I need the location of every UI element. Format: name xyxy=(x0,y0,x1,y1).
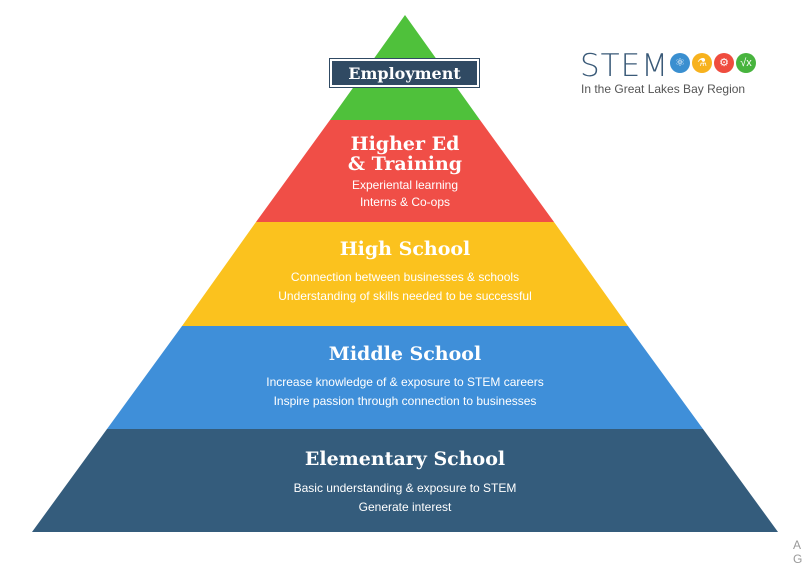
tier-high-school-shape xyxy=(182,222,628,326)
cropped-corner-line-2: G xyxy=(793,552,803,566)
tier-higher-ed-line-2: Interns & Co-ops xyxy=(360,195,450,209)
tier-elementary-line-2: Generate interest xyxy=(359,500,452,514)
tier-high-school-line-2: Understanding of skills needed to be suc… xyxy=(278,289,531,303)
cropped-corner-line-1: A xyxy=(793,538,802,552)
tier-middle-school-line-1: Increase knowledge of & exposure to STEM… xyxy=(266,375,543,389)
tier-higher-ed-title-1: Higher Ed xyxy=(351,133,460,155)
tier-higher-ed-line-1: Experiental learning xyxy=(352,178,458,192)
logo-word: STEM xyxy=(580,48,669,84)
cropped-corner-text: A G xyxy=(793,538,802,566)
employment-label: Employment xyxy=(330,59,479,87)
tier-elementary-title: Elementary School xyxy=(305,448,505,470)
tier-middle-school-shape xyxy=(107,326,703,429)
logo-tagline: In the Great Lakes Bay Region xyxy=(581,82,746,96)
tier-higher-ed-shape xyxy=(256,120,554,222)
flask-icon: ⚗ xyxy=(692,53,712,73)
tier-higher-ed-title-2: & Training xyxy=(348,153,462,175)
tier-elementary-shape xyxy=(32,429,778,532)
tier-middle-school-title: Middle School xyxy=(329,343,481,365)
stem-logo: STEM ⚛ ⚗ ⚙ √x In the Great Lakes Bay Reg… xyxy=(578,50,778,100)
atom-icon: ⚛ xyxy=(670,53,690,73)
tier-middle-school-line-2: Inspire passion through connection to bu… xyxy=(274,394,537,408)
tier-elementary-line-1: Basic understanding & exposure to STEM xyxy=(294,481,517,495)
tier-high-school-title: High School xyxy=(340,238,471,260)
gears-icon: ⚙ xyxy=(714,53,734,73)
logo-icons: ⚛ ⚗ ⚙ √x xyxy=(670,53,758,73)
sqrt-icon: √x xyxy=(736,53,756,73)
tier-high-school-line-1: Connection between businesses & schools xyxy=(291,270,519,284)
